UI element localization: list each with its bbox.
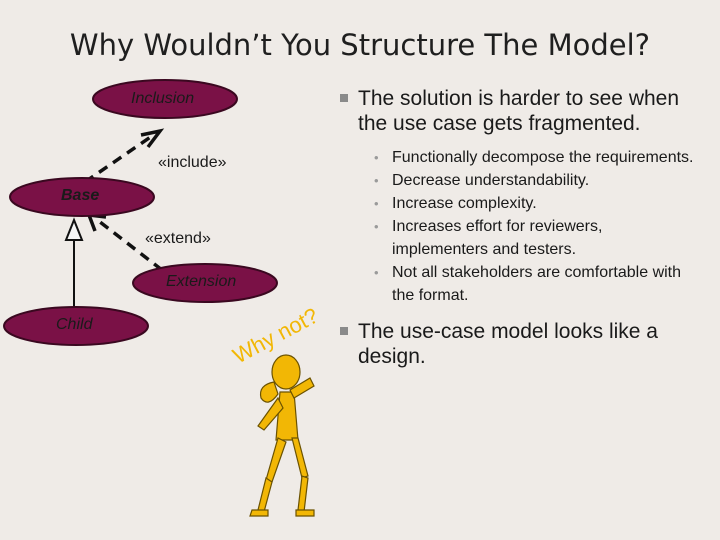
- extend-dependency: [98, 220, 164, 272]
- dot-bullet-icon: •: [374, 219, 379, 234]
- oval-child: [3, 306, 149, 346]
- why-not-text: Why not?: [229, 303, 323, 369]
- child-label: Child: [56, 316, 93, 333]
- square-bullet-icon: [340, 94, 348, 102]
- point-text: The solution is harder to see when the u…: [358, 87, 680, 135]
- sub-bullet-text: Not all stakeholders are comfortable wit…: [392, 264, 682, 304]
- slide-title: Why Wouldn’t You Structure The Model?: [69, 28, 651, 62]
- bullet-point: The solution is harder to see when the u…: [338, 86, 698, 136]
- sub-bullet: • Increase complexity.: [338, 192, 698, 215]
- sub-bullet: • Functionally decompose the requirements…: [338, 146, 698, 169]
- sub-bullet: • Decrease understandability.: [338, 169, 698, 192]
- dot-bullet-icon: •: [374, 265, 379, 280]
- dot-bullet-icon: •: [374, 196, 379, 211]
- include-stereotype: «include»: [158, 154, 227, 171]
- square-bullet-icon: [340, 327, 348, 335]
- sub-bullet: • Not all stakeholders are comfortable wi…: [338, 261, 698, 307]
- dot-bullet-icon: •: [374, 150, 379, 165]
- sub-bullet-text: Increase complexity.: [392, 195, 537, 212]
- sub-bullet-text: Increases effort for reviewers, implemen…: [392, 218, 603, 258]
- sub-bullet-text: Decrease understandability.: [392, 172, 590, 189]
- sub-bullet: • Increases effort for reviewers, impleme…: [338, 215, 698, 261]
- inclusion-label: Inclusion: [131, 90, 195, 107]
- include-dependency: [84, 134, 153, 184]
- bullet-list: The solution is harder to see when the u…: [338, 86, 698, 369]
- bullet-point: The use-case model looks like a design.: [338, 319, 698, 369]
- extension-label: Extension: [166, 273, 237, 290]
- include-arrowhead: [140, 128, 165, 149]
- extend-stereotype: «extend»: [145, 230, 211, 247]
- generalization-triangle: [64, 217, 84, 241]
- use-case-diagram: [3, 79, 278, 346]
- base-label: Base: [61, 187, 100, 204]
- sub-bullet-list: • Functionally decompose the requirements…: [338, 146, 698, 307]
- oval-inclusion: [92, 79, 238, 119]
- point-text: The use-case model looks like a design.: [358, 320, 658, 368]
- sub-bullet-text: Functionally decompose the requirements.: [392, 149, 694, 166]
- oval-base: [9, 177, 155, 217]
- oval-extension: [132, 263, 278, 303]
- dot-bullet-icon: •: [374, 173, 379, 188]
- why-not-figure: Why not?: [229, 303, 323, 517]
